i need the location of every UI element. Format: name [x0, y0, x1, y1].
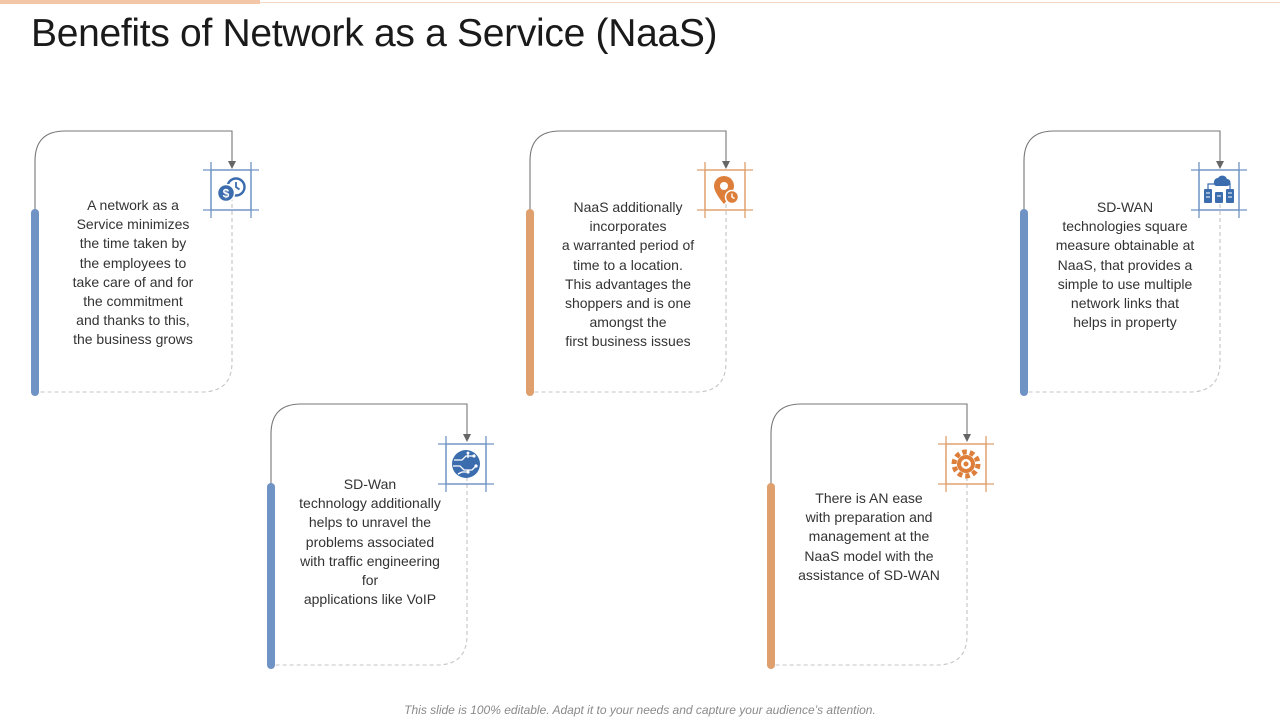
- card-text-line: helps to unravel the: [308, 514, 432, 531]
- card-text-line: technology additionally: [299, 495, 441, 512]
- card-text-line: time to a location.: [573, 256, 683, 273]
- card-text-line: and thanks to this,: [76, 312, 190, 329]
- card-text-line: A network as a: [87, 197, 179, 213]
- card-text-line: NaaS model with the: [804, 547, 934, 564]
- location-clock-icon: [697, 162, 753, 218]
- card-3-text: SD-WAN technologies square measure obtaina…: [1037, 198, 1213, 332]
- card-text-line: amongst the: [589, 314, 667, 331]
- card-2-text: NaaS additionally incorporates a warranted…: [543, 198, 713, 352]
- card-5-dashed-outline: [771, 470, 968, 666]
- footer-note: This slide is 100% editable. Adapt it to…: [404, 703, 876, 717]
- card-3-dashed-outline: [1024, 197, 1221, 393]
- card-text-line: helps in property: [1073, 314, 1177, 331]
- card-text-line: a warranted period of: [561, 237, 695, 254]
- circuit-globe-icon: [438, 436, 494, 492]
- card-3-outline: [1023, 130, 1224, 213]
- card-1-text: A network as a Service minimizes the time …: [48, 196, 218, 350]
- card-text-line: SD-WAN: [1096, 199, 1154, 215]
- card-text-line: for: [361, 572, 379, 589]
- card-text-line: applications like VoIP: [303, 591, 437, 608]
- card-1-outline: [34, 130, 236, 213]
- card-text-line: Service minimizes: [76, 216, 190, 233]
- card-text-line: NaaS, that provides a: [1057, 256, 1193, 273]
- card-4-text: SD-Wan technology additionally helps to un…: [284, 475, 456, 609]
- card-5-outline: [770, 403, 971, 487]
- card-text-line: the employees to: [79, 254, 187, 271]
- card-text-line: simple to use multiple: [1057, 275, 1193, 292]
- card-text-line: incorporates: [589, 218, 667, 235]
- card-text-line: management at the: [808, 528, 930, 545]
- card-2-dashed-outline: [530, 197, 727, 393]
- card-text-line: network links that: [1070, 295, 1180, 312]
- gear-icon: [938, 436, 994, 492]
- card-5-text: There is AN ease with preparation and mana…: [783, 489, 955, 585]
- svg-text:$: $: [223, 187, 230, 201]
- card-1-dashed-outline: [35, 197, 233, 393]
- card-text-line: shoppers and is one: [564, 295, 692, 312]
- card-text-line: the business grows: [73, 331, 193, 348]
- card-text-line: the commitment: [83, 293, 183, 310]
- card-text-line: There is AN ease: [815, 490, 923, 506]
- card-2-outline: [529, 130, 730, 213]
- card-text-line: take care of and for: [72, 273, 194, 290]
- card-text-line: with preparation and: [805, 509, 933, 526]
- card-4-dashed-outline: [271, 470, 468, 666]
- card-4-outline: [270, 403, 471, 487]
- card-text-line: measure obtainable at: [1055, 237, 1195, 254]
- card-text-line: This advantages the: [564, 275, 692, 292]
- card-text-line: first business issues: [565, 333, 691, 350]
- card-text-line: NaaS additionally: [573, 199, 683, 215]
- card-text-line: problems associated: [305, 533, 435, 550]
- card-text-line: technologies square: [1062, 218, 1188, 235]
- page-title: Benefits of Network as a Service (NaaS): [31, 12, 718, 55]
- top-accent-bar: [0, 0, 260, 4]
- card-text-line: with traffic engineering: [300, 552, 440, 569]
- dollar-clock-icon: $: [203, 162, 259, 218]
- top-divider-line: [260, 2, 1280, 3]
- card-text-line: SD-Wan: [343, 476, 397, 492]
- card-text-line: the time taken by: [79, 235, 187, 252]
- network-devices-icon: [1191, 162, 1247, 218]
- card-text-line: assistance of SD-WAN: [798, 566, 940, 583]
